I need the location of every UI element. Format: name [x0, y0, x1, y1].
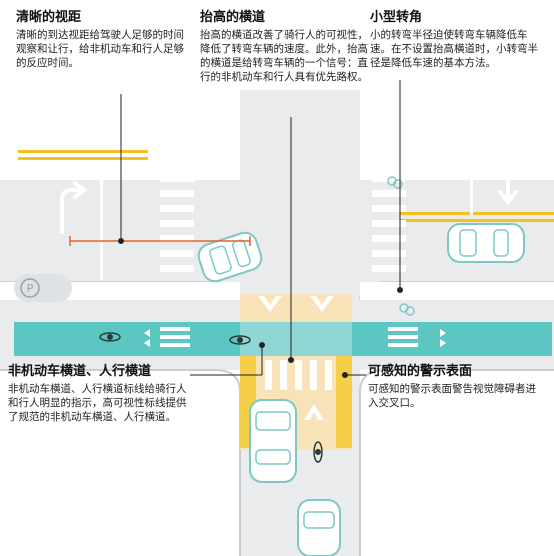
car-south-2-icon	[297, 499, 341, 556]
car-turning-icon	[197, 231, 263, 283]
callout-small-corner-body: 小的转弯半径迫使转弯车辆降低车速。在不设置抬高横道时，小转弯半径是降低车速的基本…	[370, 29, 538, 69]
callout-tactile: 可感知的警示表面 可感知的警示表面警告视觉障碍者进入交叉口。	[368, 364, 544, 410]
callout-raised-crossing-title: 抬高的横道	[200, 10, 266, 25]
parking-pill	[14, 274, 72, 302]
callout-bike-crossing-title: 非机动车横道、人行横道	[8, 364, 152, 379]
tree-icons	[387, 176, 415, 316]
callout-bike-crossing: 非机动车横道、人行横道 非机动车横道、人行横道标线给骑行人和行人明显的指示，高可…	[8, 364, 194, 424]
callout-tactile-body: 可感知的警示表面警告视觉障碍者进入交叉口。	[368, 383, 536, 409]
yellow-line-w2	[18, 157, 148, 160]
parking-icon	[20, 278, 40, 298]
cyclist-west-icon	[99, 332, 121, 342]
callout-sightline-title: 清晰的视距	[16, 10, 82, 25]
callout-sightline: 清晰的视距 清晰的到达视距给驾驶人足够的时间观察和让行，给非机动车和行人足够的反…	[16, 10, 186, 70]
curb-se	[359, 369, 554, 556]
car-east-icon	[447, 223, 525, 263]
tactile-strip-right	[336, 352, 352, 448]
callout-raised-crossing: 抬高的横道 抬高的横道改善了骑行人的可视性，降低了转弯车辆的速度。此外，抬高的横…	[200, 10, 368, 84]
left-arrow-east-icon	[494, 125, 542, 145]
callout-lines	[118, 80, 403, 378]
yellow-line-e1	[400, 212, 554, 215]
bike-lane-crosswalk	[160, 327, 418, 347]
sidewalk-ne	[360, 282, 554, 300]
turn-arrow-east-icon	[498, 168, 542, 206]
callout-small-corner: 小型转角 小的转弯半径迫使转弯车辆降低车速。在不设置抬高横道时，小转弯半径是降低…	[370, 10, 540, 70]
crosswalk-north	[160, 130, 406, 272]
callout-small-corner-title: 小型转角	[370, 10, 423, 25]
lane-line-east	[470, 120, 473, 215]
bike-lane-chevrons	[144, 329, 446, 347]
parking-symbol: P	[27, 282, 34, 295]
cyclist-center-icon	[229, 335, 251, 345]
callout-sightline-body: 清晰的到达视距给驾驶人足够的时间观察和让行，给非机动车和行人足够的反应时间。	[16, 29, 184, 69]
bike-lane-crossing	[240, 322, 352, 356]
callout-raised-crossing-body: 抬高的横道改善了骑行人的可视性，降低了转弯车辆的速度。此外，抬高的横道是给转弯车…	[200, 29, 368, 83]
yellow-line-e2	[400, 219, 554, 222]
cyclist-south-icon	[313, 441, 323, 463]
lane-line-west	[100, 180, 103, 280]
car-south-icon	[249, 399, 297, 483]
yellow-line-w1	[18, 150, 148, 153]
callout-bike-crossing-body: 非机动车横道、人行横道标线给骑行人和行人明显的指示，高可视性标线提供了规范的非机…	[8, 383, 187, 423]
callout-tactile-title: 可感知的警示表面	[368, 364, 473, 379]
raised-crossing-stripes	[265, 360, 332, 390]
turn-arrow-west-icon	[60, 181, 88, 234]
